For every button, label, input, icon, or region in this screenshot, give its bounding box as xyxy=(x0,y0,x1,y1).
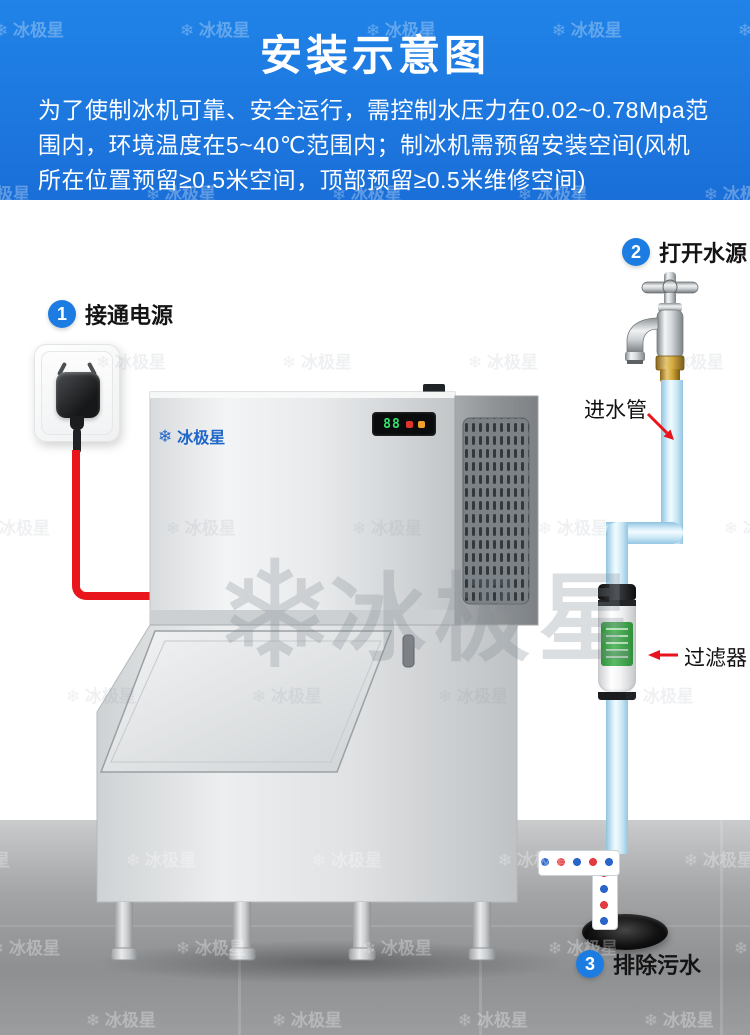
water-filter xyxy=(598,584,636,700)
step-1-label: 接通电源 xyxy=(85,303,174,328)
filter-band xyxy=(598,692,636,700)
faucet-spout xyxy=(626,317,659,355)
bin-door-inner-line xyxy=(110,640,382,763)
snowflake-icon: ❄ xyxy=(158,426,173,446)
bin-door xyxy=(99,630,393,773)
inlet-pipe-vertical-3 xyxy=(606,698,628,854)
step-3-badge: 3 xyxy=(576,950,604,978)
step-2-badge: 2 xyxy=(622,238,650,266)
wall-outlet xyxy=(34,344,120,442)
faucet-stem xyxy=(664,293,676,305)
inlet-pipe-vertical-1 xyxy=(661,380,683,544)
control-panel: 88 xyxy=(372,412,436,436)
brand-watermark: ❄ 冰极星 xyxy=(467,353,538,372)
bin-door-handle xyxy=(402,634,415,668)
brand-watermark: ❄ 冰极星 xyxy=(281,353,352,372)
filter-neck xyxy=(598,600,636,606)
filter-arrow-icon xyxy=(648,650,678,660)
brass-connector xyxy=(655,355,685,371)
machine-logo-text: 冰极星 xyxy=(177,430,226,447)
faucet-body xyxy=(656,309,684,359)
step-1: 1 接通电源 xyxy=(48,298,173,330)
page-title: 安装示意图 xyxy=(259,32,490,79)
inlet-pipe-label: 进水管 xyxy=(584,399,647,422)
machine-floor-shadow xyxy=(92,940,572,984)
filter-label xyxy=(601,622,633,666)
filter-body xyxy=(598,606,636,692)
faucet-aerator xyxy=(625,352,645,361)
faucet-outlet-tip xyxy=(627,360,643,364)
indicator-led-red xyxy=(405,420,413,428)
top-unit-base-strip xyxy=(150,610,455,625)
step-3: 3 排除污水 xyxy=(576,948,701,980)
step-2: 2 打开水源 xyxy=(622,236,747,268)
control-display: 88 xyxy=(383,416,401,432)
brand-watermark: ❄ 冰极星 xyxy=(723,519,750,538)
plug-cable xyxy=(73,428,81,454)
step-3-label: 排除污水 xyxy=(613,953,702,978)
step-2-label: 打开水源 xyxy=(659,241,748,266)
inlet-pipe-vertical-2 xyxy=(606,522,628,584)
power-plug xyxy=(56,372,100,418)
filter-cap xyxy=(598,584,636,600)
power-wire xyxy=(72,450,166,600)
faucet-icon xyxy=(625,272,699,382)
ice-machine-illustration xyxy=(96,384,539,961)
drain-pipe-horizontal xyxy=(538,850,620,876)
brand-watermark: ❄ 冰极星 xyxy=(0,519,50,538)
plug-cable-neck xyxy=(70,416,84,430)
machine-brand-logo: ❄ 冰极星 xyxy=(158,424,225,448)
inlet-arrow-icon xyxy=(646,412,674,440)
filter-label-text: 过滤器 xyxy=(684,647,747,670)
step-1-badge: 1 xyxy=(48,300,76,328)
header-banner: 安装示意图 为了使制冰机可靠、安全运行，需控制水压力在0.02~0.78Mpa范… xyxy=(0,0,750,200)
faucet-handle-cap xyxy=(662,279,678,295)
brass-adapter xyxy=(660,369,680,382)
top-edge-highlight xyxy=(150,392,455,398)
indicator-led-orange xyxy=(417,420,425,428)
header-description: 为了使制冰机可靠、安全运行，需控制水压力在0.02~0.78Mpa范围内，环境温… xyxy=(38,97,709,193)
vent-grille xyxy=(462,417,530,605)
machine-legs xyxy=(110,902,496,961)
